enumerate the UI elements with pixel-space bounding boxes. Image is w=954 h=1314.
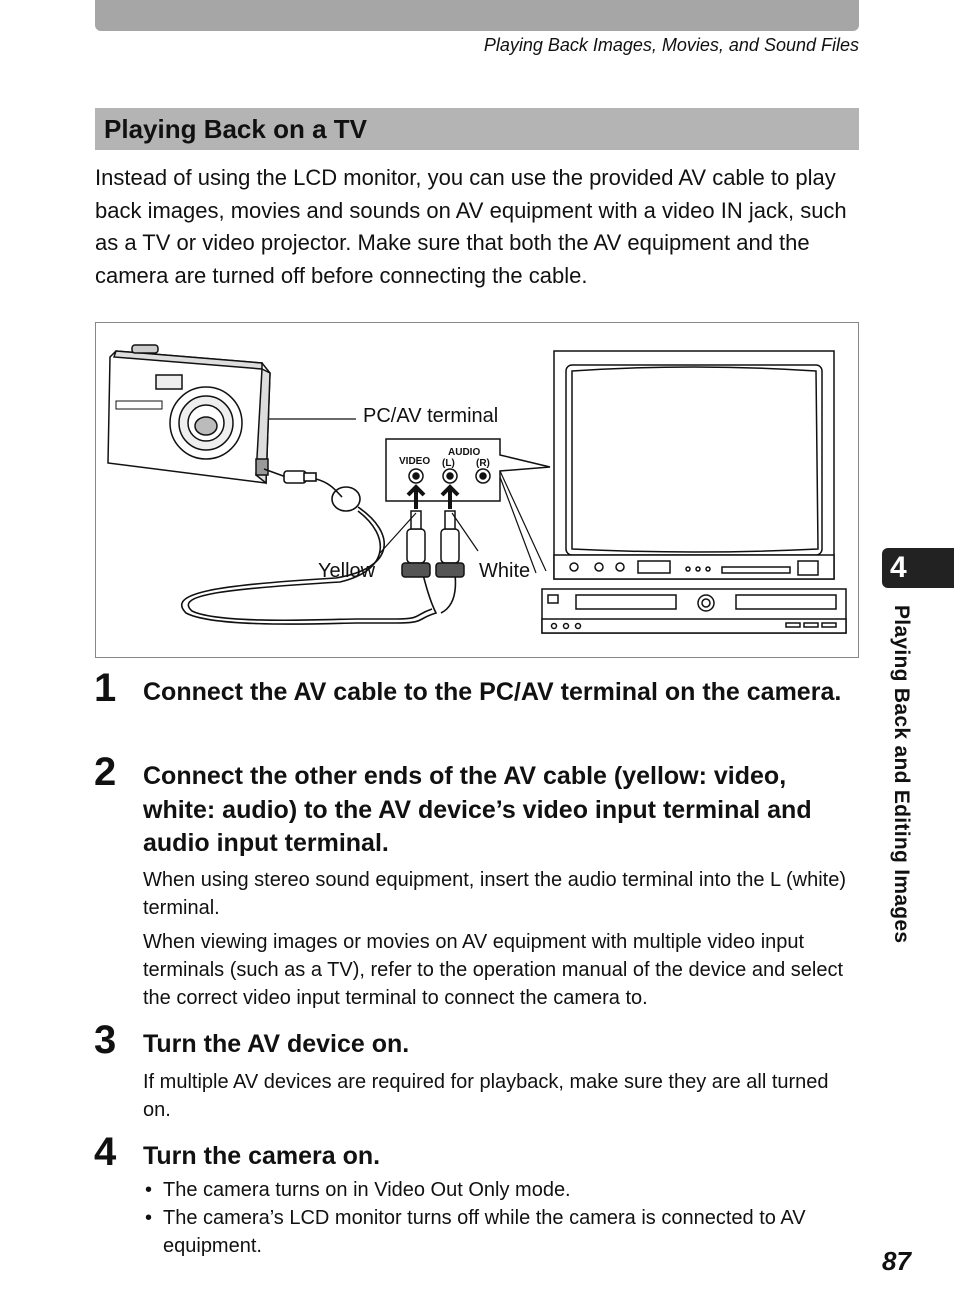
white-label: White xyxy=(479,560,530,582)
av-terminal-panel xyxy=(385,438,551,509)
av-connection-diagram: VIDEO AUDIO (L) (R) PC/AV terminal Yello… xyxy=(107,344,847,634)
av-cable xyxy=(180,468,457,625)
step-2-number: 2 xyxy=(94,750,117,794)
section-title: Playing Back on a TV xyxy=(104,113,367,144)
terminal-label: PC/AV terminal xyxy=(363,405,498,427)
step-2-paragraph-1: When using stereo sound equipment, inser… xyxy=(143,869,846,919)
tv-icon xyxy=(553,350,835,580)
step-4-bullets: The camera turns on in Video Out Only mo… xyxy=(143,1176,859,1260)
right-channel-label: (R) xyxy=(476,458,490,469)
step-3-title: Turn the AV device on. xyxy=(143,1030,410,1058)
step-2-paragraph-2: When viewing images or movies on AV equi… xyxy=(143,931,843,1009)
chapter-tab: 4 xyxy=(882,548,954,588)
step-1-title: Connect the AV cable to the PC/AV termin… xyxy=(143,678,842,706)
running-head: Playing Back Images, Movies, and Sound F… xyxy=(483,35,859,55)
leader-lines xyxy=(268,418,547,574)
video-deck-icon xyxy=(541,588,847,634)
rca-plugs xyxy=(401,510,465,578)
chapter-number: 4 xyxy=(890,551,907,584)
connection-illustration: VIDEO AUDIO (L) (R) PC/AV terminal Yello… xyxy=(95,322,859,658)
page-number: 87 xyxy=(882,1246,911,1276)
camera-icon xyxy=(107,344,271,485)
list-item: The camera’s LCD monitor turns off while… xyxy=(143,1204,859,1260)
video-label: VIDEO xyxy=(399,456,430,467)
step-4-title: Turn the camera on. xyxy=(143,1142,381,1170)
step-1-number: 1 xyxy=(94,666,117,710)
chapter-title: Playing Back and Editing Images xyxy=(890,605,913,944)
list-item: The camera turns on in Video Out Only mo… xyxy=(143,1176,859,1204)
intro-paragraph: Instead of using the LCD monitor, you ca… xyxy=(95,165,847,288)
step-3-paragraph-1: If multiple AV devices are required for … xyxy=(143,1071,829,1121)
left-channel-label: (L) xyxy=(442,458,455,469)
audio-label: AUDIO xyxy=(448,447,480,458)
step-2-title: Connect the other ends of the AV cable (… xyxy=(143,762,812,857)
step-4-number: 4 xyxy=(94,1130,117,1174)
section-header: Playing Back on a TV xyxy=(95,108,859,150)
step-3-number: 3 xyxy=(94,1018,117,1062)
yellow-label: Yellow xyxy=(318,560,376,582)
header-bar xyxy=(95,0,859,31)
